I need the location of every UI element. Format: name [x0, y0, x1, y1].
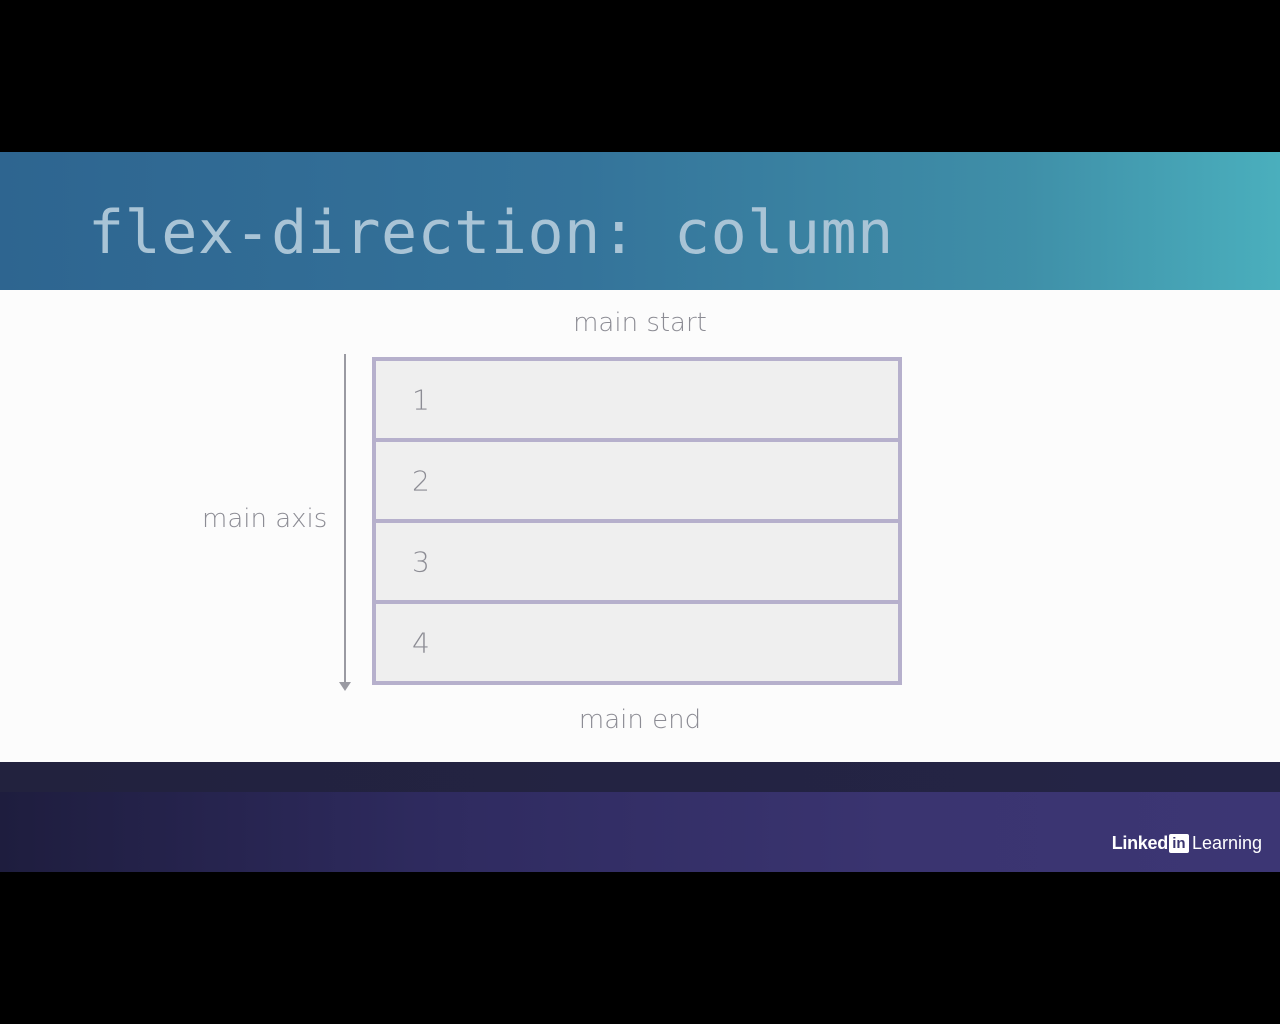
flex-item-4: 4 — [376, 604, 898, 681]
footer-divider-band — [0, 762, 1280, 792]
linkedin-in-icon: in — [1168, 834, 1189, 853]
flex-item-label: 2 — [412, 464, 430, 497]
main-end-label: main end — [578, 705, 702, 735]
arrow-down-icon — [339, 682, 351, 691]
linkedin-learning-logo: Linked in Learning — [1112, 833, 1262, 854]
title-band — [0, 152, 1280, 290]
flex-item-label: 3 — [412, 545, 430, 578]
slide-title: flex-direction: column — [88, 198, 894, 268]
main-axis-line — [344, 354, 346, 684]
logo-word-linked: Linked — [1111, 833, 1169, 853]
flex-item-2: 2 — [376, 442, 898, 523]
main-axis-label: main axis — [202, 504, 328, 534]
logo-word-learning: Learning — [1191, 833, 1262, 853]
footer-band — [0, 792, 1280, 872]
main-start-label: main start — [573, 308, 707, 338]
flex-item-label: 1 — [412, 383, 430, 416]
flex-item-3: 3 — [376, 523, 898, 604]
flex-container: 1 2 3 4 — [372, 357, 902, 685]
flex-item-label: 4 — [412, 626, 430, 659]
flex-item-1: 1 — [376, 361, 898, 442]
